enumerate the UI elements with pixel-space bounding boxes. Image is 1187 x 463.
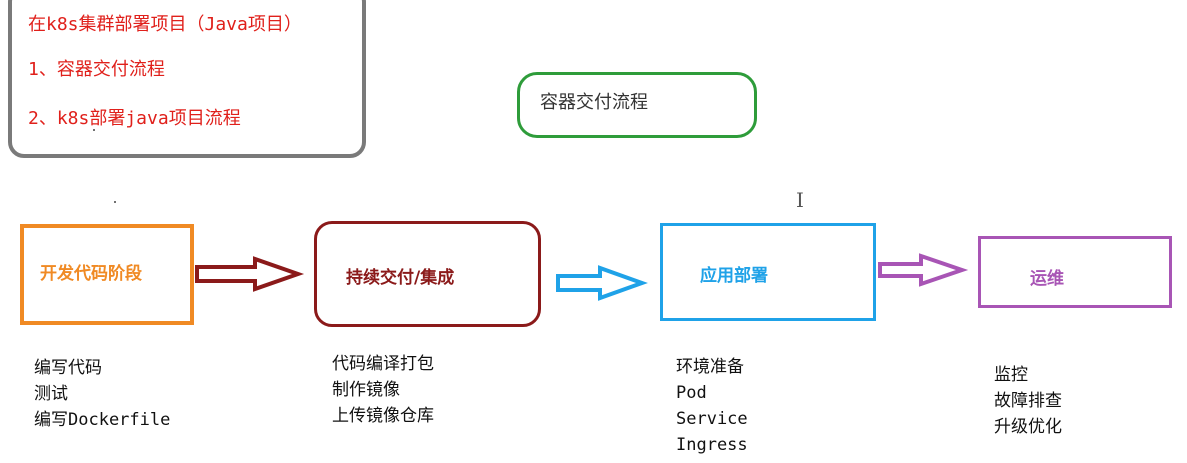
info-box bbox=[8, 0, 366, 158]
detail-item: Service bbox=[676, 409, 748, 429]
arrow-dev-to-ci bbox=[195, 256, 305, 292]
text-cursor-icon: I bbox=[796, 188, 804, 212]
detail-item: 升级优化 bbox=[994, 417, 1062, 437]
stage-label-ops: 运维 bbox=[1030, 269, 1064, 289]
detail-item: 上传镜像仓库 bbox=[332, 406, 434, 426]
subtitle-text: 容器交付流程 bbox=[540, 92, 648, 113]
arrow-ci-to-deploy bbox=[556, 265, 648, 301]
stage-box-ci bbox=[314, 221, 541, 327]
stray-dot bbox=[114, 201, 116, 203]
info-item-2: 2、k8s部署java项目流程 bbox=[28, 108, 241, 129]
stage-label-deploy: 应用部署 bbox=[700, 266, 768, 286]
stage-label-dev: 开发代码阶段 bbox=[40, 264, 142, 284]
detail-item: Pod bbox=[676, 383, 707, 403]
arrow-deploy-to-ops bbox=[878, 253, 969, 287]
subtitle-box bbox=[517, 72, 757, 138]
info-item-1: 1、容器交付流程 bbox=[28, 59, 165, 80]
info-title: 在k8s集群部署项目（Java项目） bbox=[28, 14, 302, 35]
stage-box-ops bbox=[978, 236, 1172, 308]
detail-list-ci: 代码编译打包 制作镜像 上传镜像仓库 bbox=[332, 351, 434, 429]
detail-item: 编写代码 bbox=[34, 358, 102, 378]
detail-list-deploy: 环境准备 Pod Service Ingress bbox=[676, 354, 748, 458]
stray-dot bbox=[93, 129, 95, 131]
stage-box-dev bbox=[20, 224, 194, 325]
detail-item: Ingress bbox=[676, 435, 748, 455]
stage-label-ci: 持续交付/集成 bbox=[346, 268, 455, 288]
detail-list-dev: 编写代码 测试 编写Dockerfile bbox=[34, 355, 170, 433]
detail-item: 制作镜像 bbox=[332, 380, 400, 400]
detail-item: 代码编译打包 bbox=[332, 354, 434, 374]
stage-box-deploy bbox=[660, 223, 876, 321]
detail-item: 监控 bbox=[994, 365, 1028, 385]
detail-item: 编写Dockerfile bbox=[34, 410, 171, 430]
detail-item: 故障排查 bbox=[994, 391, 1062, 411]
detail-item: 环境准备 bbox=[676, 357, 744, 377]
detail-list-ops: 监控 故障排查 升级优化 bbox=[994, 362, 1062, 440]
detail-item: 测试 bbox=[34, 384, 68, 404]
